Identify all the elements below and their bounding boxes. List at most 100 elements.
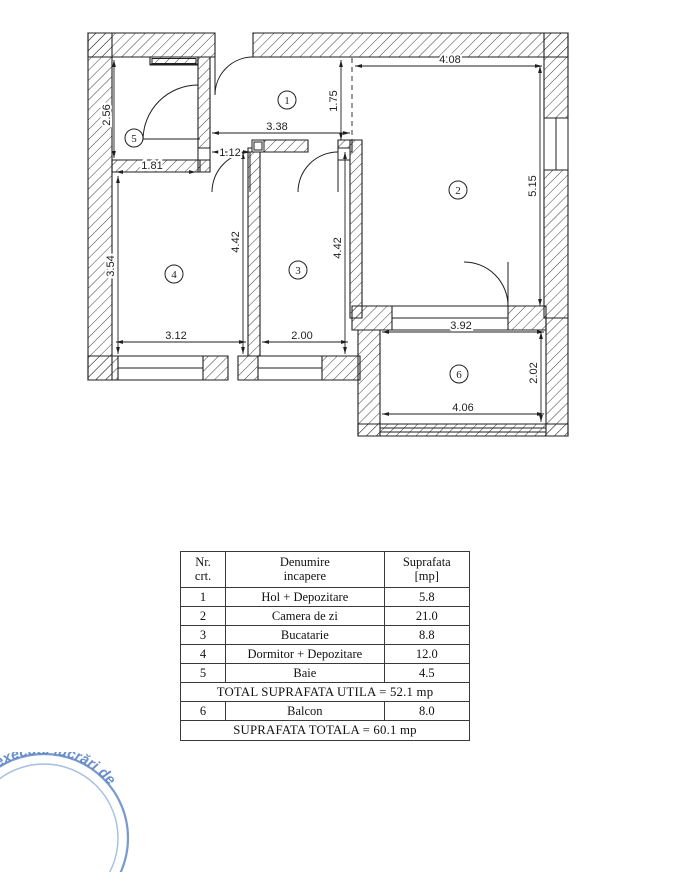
dimension-labels: 1.81 1.12 3.38 4.08 3.12 2.00 3.92 4.06 …: [99, 52, 542, 416]
room-markers: 1 2 3 4 5 6: [124, 90, 469, 384]
dimension-lines: [112, 58, 544, 422]
total-utila-cell: TOTAL SUPRAFATA UTILA = 52.1 mp: [180, 681, 470, 703]
room-number-6: 6: [456, 369, 462, 381]
dim-label-3.54: 3.54: [105, 255, 117, 276]
floor-plan-drawing: 1 2 3 4 5 6: [87, 32, 569, 437]
dim-label-1.12: 1.12: [219, 147, 240, 159]
bath-window: [149, 56, 199, 66]
door-swings: [142, 56, 509, 307]
header-name: Denumire incapere: [225, 551, 385, 588]
entrance-door-arc: [214, 56, 254, 96]
table-row: 5 Baie 4.5: [179, 663, 471, 683]
wall-right-lower: [543, 169, 569, 319]
header-nr-line1: Nr.: [195, 555, 211, 569]
header-area: Suprafata [mp]: [383, 551, 471, 588]
row-name: Hol + Depozitare: [225, 587, 385, 607]
stamp-text: şti să execute lucrări de: [0, 752, 119, 800]
living-door-jamb: [337, 147, 351, 161]
room-number-2: 2: [455, 185, 461, 197]
wall-outlines: [111, 33, 569, 433]
dim-label-1.75: 1.75: [328, 90, 340, 111]
wall-balcony-left: [357, 329, 381, 437]
table-header-row: Nr. crt. Denumire incapere Suprafata [mp…: [179, 551, 471, 588]
wall-room2-bottom-right: [507, 305, 547, 331]
row-nr: 6: [179, 701, 227, 722]
room-marker-3: 3: [288, 260, 308, 280]
wall-balcony-right: [545, 317, 569, 437]
room-number-5: 5: [131, 133, 137, 145]
wall-room2-bottom-left: [351, 305, 393, 331]
room-number-3: 3: [295, 265, 301, 277]
table-row: 1 Hol + Depozitare 5.8: [179, 587, 471, 607]
wall-balcony-bottom: [357, 423, 569, 437]
header-area-line2: [mp]: [414, 569, 439, 583]
dim-label-4.42-right: 4.42: [332, 237, 344, 258]
dim-label-3.38: 3.38: [266, 121, 287, 133]
header-name-line1: Denumire: [279, 555, 330, 569]
row-nr: 4: [179, 644, 227, 664]
balcony-door-arc: [463, 261, 509, 307]
table-row-total-general: SUPRAFATA TOTALA = 60.1 mp: [180, 720, 470, 741]
dim-label-2.56: 2.56: [101, 104, 113, 125]
room-marker-4: 4: [164, 264, 184, 284]
kitchen-door-jamb-inner: [253, 141, 263, 151]
dim-label-4.06: 4.06: [452, 402, 473, 414]
dim-label-2.00: 2.00: [291, 330, 312, 342]
stamp-svg: şti să execute lucrări de: [0, 742, 130, 877]
official-stamp: şti să execute lucrări de: [0, 742, 148, 877]
wall-bottom-seg2: [202, 355, 229, 381]
wall-top-right: [252, 32, 569, 58]
bath-door-jamb: [197, 147, 211, 161]
header-name-line2: incapere: [283, 569, 326, 583]
wall-bath-right: [197, 56, 211, 173]
table-row: 3 Bucatarie 8.8: [179, 625, 471, 645]
row-nr: 2: [179, 606, 227, 626]
total-general-cell: SUPRAFATA TOTALA = 60.1 mp: [180, 720, 470, 741]
stamp-outer-ring: [0, 752, 130, 877]
row-name: Bucatarie: [225, 625, 385, 645]
row-nr: 1: [179, 587, 227, 607]
table-row-total-utila: TOTAL SUPRAFATA UTILA = 52.1 mp: [180, 681, 470, 703]
room-number-1: 1: [284, 95, 290, 107]
dim-label-3.92: 3.92: [450, 320, 471, 332]
header-nr-line2: crt.: [194, 569, 212, 583]
wall-bottom-seg1: [87, 355, 119, 381]
floor-plan-svg: 1 2 3 4 5 6: [87, 32, 569, 437]
row-name: Camera de zi: [225, 606, 385, 626]
row-area: 8.8: [383, 625, 471, 645]
room-number-4: 4: [171, 269, 177, 281]
wall-right-upper: [543, 32, 569, 119]
row-area: 4.5: [383, 663, 471, 683]
wall-hall-bottom-left: [259, 139, 309, 153]
row-area: 12.0: [383, 644, 471, 664]
room-marker-2: 2: [448, 180, 468, 200]
wall-bottom-seg4: [321, 355, 361, 381]
room-marker-5: 5: [124, 128, 144, 148]
dim-label-5.15: 5.15: [527, 175, 539, 196]
wall-bottom-seg3: [237, 355, 259, 381]
row-area: 21.0: [383, 606, 471, 626]
row-area: 8.0: [383, 701, 471, 722]
living-door-arc: [297, 151, 339, 193]
dim-label-4.42-left: 4.42: [230, 231, 242, 252]
row-name: Dormitor + Depozitare: [225, 644, 385, 664]
row-name: Balcon: [225, 701, 385, 722]
room-marker-1: 1: [277, 90, 297, 110]
bath-window-inner: [151, 58, 197, 64]
dim-label-3.12: 3.12: [165, 330, 186, 342]
room-area-table: Nr. crt. Denumire incapere Suprafata [mp…: [179, 551, 471, 741]
table-row: 4 Dormitor + Depozitare 12.0: [179, 644, 471, 664]
table-row-balcony: 6 Balcon 8.0: [179, 701, 471, 722]
row-nr: 5: [179, 663, 227, 683]
dim-label-2.02: 2.02: [528, 362, 540, 383]
table-row: 2 Camera de zi 21.0: [179, 606, 471, 626]
dim-label-1.81: 1.81: [141, 160, 162, 172]
row-area: 5.8: [383, 587, 471, 607]
wall-left-exterior: [87, 32, 113, 381]
row-nr: 3: [179, 625, 227, 645]
header-area-line1: Suprafata: [402, 555, 451, 569]
dim-label-4.08: 4.08: [439, 54, 460, 66]
wall-room2-left: [349, 139, 363, 319]
bathroom-door-arc: [142, 84, 199, 141]
stamp-inner-ring: [0, 763, 119, 877]
